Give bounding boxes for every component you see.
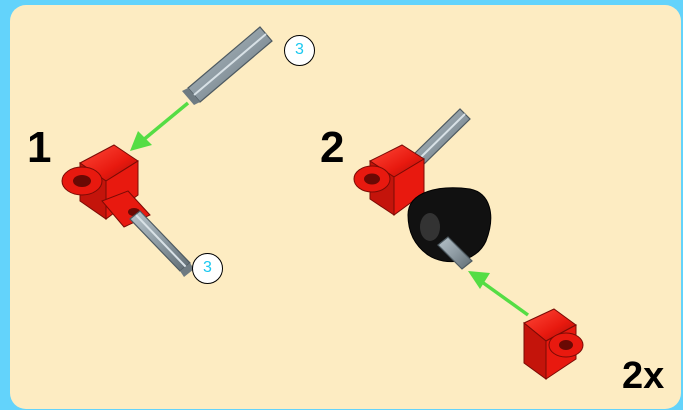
step-number-2: 2 <box>320 123 345 172</box>
axle-icon <box>412 108 471 166</box>
instruction-panel: 1 2 3 3 2x <box>10 5 681 409</box>
angle-connector-icon <box>523 308 584 380</box>
bushing-icon <box>407 187 492 263</box>
axle-length-badge: 3 <box>284 35 315 66</box>
step-number-1: 1 <box>27 123 52 172</box>
insert-arrow-icon <box>468 271 530 317</box>
angle-connector-icon <box>353 144 425 216</box>
axle-icon <box>437 236 473 270</box>
axle-icon <box>129 210 194 277</box>
insert-arrow-icon <box>130 101 190 151</box>
axle-length-badge: 3 <box>192 253 223 284</box>
build-illustration <box>61 26 584 380</box>
axle-icon <box>182 26 273 105</box>
quantity-multiplier: 2x <box>622 355 665 397</box>
